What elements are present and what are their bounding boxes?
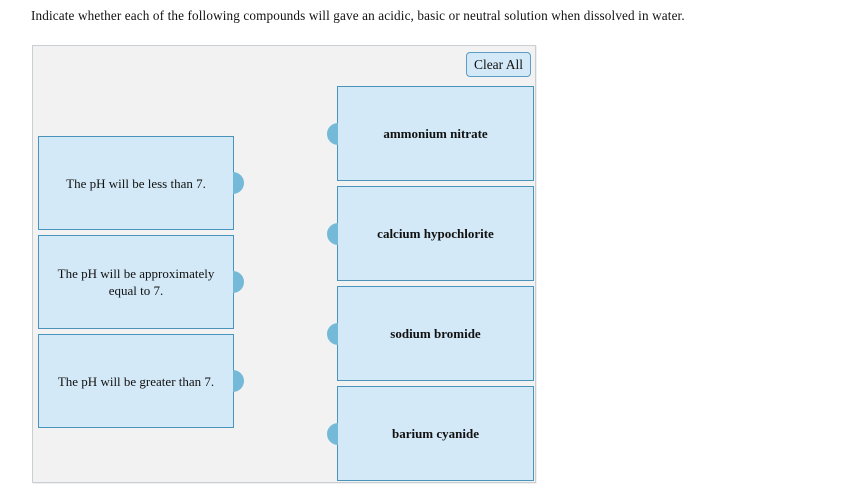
connector-knob-icon[interactable]: [327, 422, 338, 445]
category-tile-label: The pH will be less than 7.: [66, 175, 206, 191]
category-tile-label: The pH will be approximately equal to 7.: [57, 266, 215, 298]
connector-knob-icon[interactable]: [233, 271, 244, 293]
category-tile-basic[interactable]: The pH will be greater than 7.: [38, 334, 244, 428]
category-column: The pH will be less than 7. The pH will …: [38, 136, 244, 433]
compound-tile-label: sodium bromide: [390, 326, 481, 341]
compound-tile-barium-cyanide[interactable]: barium cyanide: [327, 386, 534, 481]
compound-tile-calcium-hypochlorite[interactable]: calcium hypochlorite: [327, 186, 534, 281]
connector-knob-icon[interactable]: [233, 172, 244, 194]
connector-knob-icon[interactable]: [327, 122, 338, 145]
category-tile-label: The pH will be greater than 7.: [57, 373, 215, 389]
matching-activity-panel: Clear All The pH will be less than 7. Th…: [32, 45, 536, 483]
clear-all-button[interactable]: Clear All: [466, 52, 531, 77]
connector-knob-icon[interactable]: [327, 222, 338, 245]
category-tile-acidic[interactable]: The pH will be less than 7.: [38, 136, 244, 230]
compound-tile-ammonium-nitrate[interactable]: ammonium nitrate: [327, 86, 534, 181]
category-tile-neutral[interactable]: The pH will be approximately equal to 7.: [38, 235, 244, 329]
compound-column: ammonium nitrate calcium hypochlorite so…: [327, 86, 537, 486]
compound-tile-sodium-bromide[interactable]: sodium bromide: [327, 286, 534, 381]
connector-knob-icon[interactable]: [327, 322, 338, 345]
connector-knob-icon[interactable]: [233, 370, 244, 392]
compound-tile-label: barium cyanide: [391, 426, 480, 441]
compound-tile-label: calcium hypochlorite: [377, 226, 494, 241]
compound-tile-label: ammonium nitrate: [383, 126, 488, 141]
question-prompt: Indicate whether each of the following c…: [31, 8, 685, 23]
